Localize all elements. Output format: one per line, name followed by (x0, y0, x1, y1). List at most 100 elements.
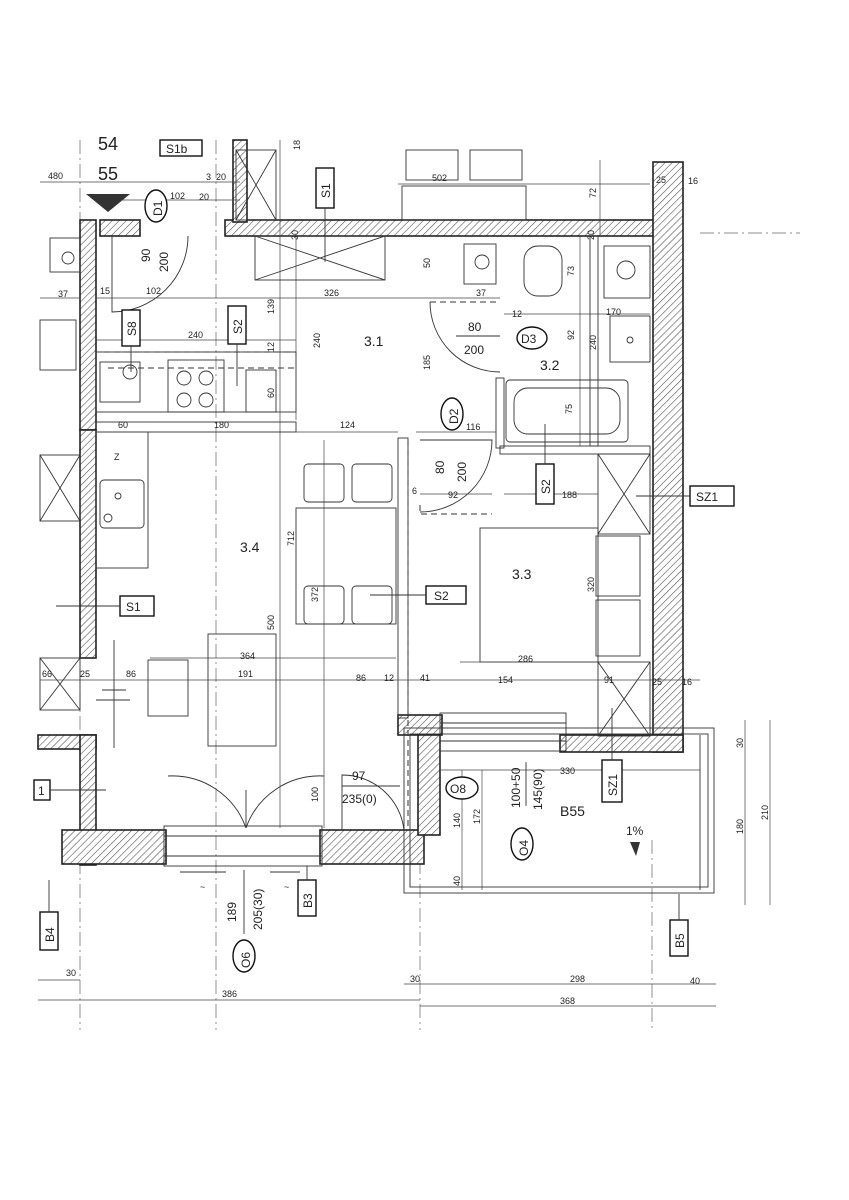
dim-25b: 25 (80, 669, 90, 679)
svg-text:145(90): 145(90) (531, 769, 545, 810)
door-d3: D3 80 200 (456, 320, 548, 357)
room-3-4: 3.4 (240, 539, 260, 555)
window-sill-marks: ~ ~ (180, 871, 300, 892)
svg-text:S2: S2 (434, 589, 449, 603)
dim-25c: 25 (652, 677, 662, 687)
svg-text:D1: D1 (151, 200, 165, 216)
svg-text:80: 80 (468, 320, 482, 334)
dim-326: 326 (324, 288, 339, 298)
dim-330: 330 (560, 766, 575, 776)
room-labels: 3.1 3.2 3.3 3.4 B55 Z 1% (114, 333, 644, 856)
svg-text:S1: S1 (126, 600, 141, 614)
svg-text:205(30): 205(30) (251, 889, 265, 930)
tag-s2-kitchen: S2 (227, 305, 247, 386)
svg-text:B4: B4 (43, 927, 57, 942)
svg-text:S2: S2 (231, 319, 245, 334)
tag-b3: B3 (297, 866, 317, 917)
dim-30: 30 (290, 230, 300, 240)
dim-320: 320 (586, 577, 596, 592)
dim-298: 298 (570, 974, 585, 984)
dim-188: 188 (562, 490, 577, 500)
dim-191: 191 (238, 669, 253, 679)
dim-60a: 60 (266, 388, 276, 398)
svg-text:SZ1: SZ1 (696, 490, 718, 504)
svg-text:200: 200 (464, 343, 484, 357)
dim-124: 124 (340, 420, 355, 430)
door-d1: D1 90 200 (139, 189, 171, 272)
svg-text:200: 200 (455, 462, 469, 482)
svg-text:S2: S2 (539, 479, 553, 494)
dim-72: 72 (588, 188, 598, 198)
entrance-arrow-icon (86, 194, 130, 212)
tag-b5: B5 (669, 894, 689, 957)
svg-text:O8: O8 (450, 782, 466, 796)
svg-text:80: 80 (433, 460, 447, 474)
tag-sz1-right: SZ1 (636, 485, 735, 507)
dim-185: 185 (422, 355, 432, 370)
dim-20b: 20 (199, 192, 209, 202)
dim-170: 170 (606, 307, 621, 317)
room-balcony: B55 (560, 803, 585, 819)
dim-41: 41 (420, 673, 430, 683)
dim-73: 73 (566, 266, 576, 276)
slope-arrow-icon (630, 842, 640, 856)
window-o6: O6 189 205(30) (225, 870, 265, 973)
svg-text:B3: B3 (301, 893, 315, 908)
tag-s2-middle: S2 (370, 585, 467, 605)
dim-12b: 12 (266, 342, 276, 352)
walls (37, 139, 684, 866)
apartment-number-above: 54 (98, 134, 118, 154)
svg-text:S1: S1 (319, 183, 333, 198)
dim-86b: 86 (356, 673, 366, 683)
svg-text:S8: S8 (125, 321, 139, 336)
svg-text:~: ~ (200, 882, 205, 892)
dim-712: 712 (286, 531, 296, 546)
dim-30c: 30 (66, 968, 76, 978)
svg-text:~: ~ (284, 882, 289, 892)
svg-text:D2: D2 (447, 408, 461, 424)
apartment-number: 55 (98, 164, 118, 184)
window-frames (163, 712, 567, 867)
svg-text:O6: O6 (239, 952, 253, 968)
svg-text:200: 200 (157, 252, 171, 272)
dim-139: 139 (266, 299, 276, 314)
dim-15: 15 (100, 286, 110, 296)
dimension-lines (38, 140, 771, 1007)
room-3-3: 3.3 (512, 566, 532, 582)
tag-left-edge: 1 (33, 779, 106, 801)
door-swings (111, 235, 501, 831)
dim-172: 172 (472, 809, 482, 824)
dim-286: 286 (518, 654, 533, 664)
dim-140: 140 (452, 813, 462, 828)
dim-92: 92 (566, 330, 576, 340)
svg-text:97: 97 (352, 769, 366, 783)
dim-91: 91 (604, 675, 614, 685)
svg-text:B5: B5 (673, 933, 687, 948)
dim-12a: 12 (512, 309, 522, 319)
dim-3: 3 (206, 172, 211, 182)
dim-75: 75 (564, 404, 574, 414)
tag-s1-top: S1 (315, 167, 335, 262)
svg-text:100+50: 100+50 (509, 767, 523, 808)
svg-text:189: 189 (225, 902, 239, 922)
dim-18: 18 (292, 140, 302, 150)
dim-20c: 20 (586, 230, 596, 240)
tag-s2-bath: S2 (535, 424, 555, 505)
dim-40b: 40 (690, 976, 700, 986)
dim-30b: 30 (735, 738, 745, 748)
dim-368: 368 (560, 996, 575, 1006)
svg-text:90: 90 (139, 248, 153, 262)
window-o4: O4 100+50 145(90) (509, 762, 545, 861)
svg-text:O4: O4 (517, 840, 531, 856)
dim-240c: 240 (588, 335, 598, 350)
dim-16a: 16 (688, 176, 698, 186)
tag-s1b: S1b (159, 139, 203, 157)
apartment-marker: 54 55 (86, 134, 130, 212)
svg-text:235(0): 235(0) (342, 792, 377, 806)
dim-240b: 240 (312, 333, 322, 348)
dim-386: 386 (222, 989, 237, 999)
dim-500: 500 (266, 615, 276, 630)
dim-480: 480 (48, 171, 63, 181)
tag-sz1-balcony: SZ1 (601, 708, 623, 803)
dim-20: 20 (216, 172, 226, 182)
